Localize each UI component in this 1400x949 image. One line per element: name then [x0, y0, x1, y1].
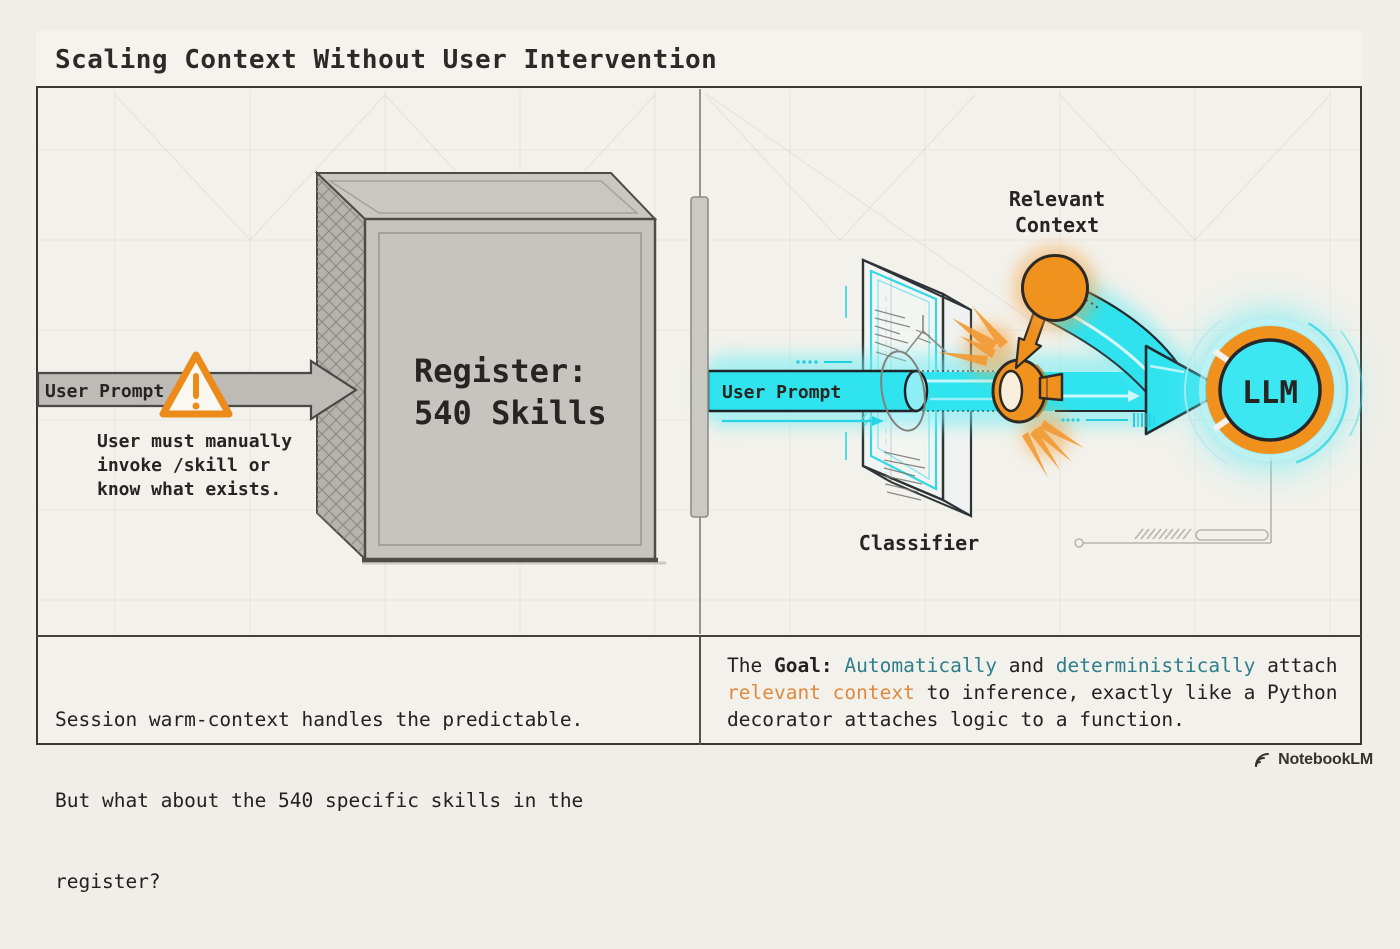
relevant-context-label: Relevant Context — [1009, 187, 1105, 237]
warning-caption: User must manually invoke /skill or know… — [97, 431, 292, 500]
llm-node: LLM — [1175, 295, 1365, 485]
footer-separator — [36, 635, 1362, 637]
register-label-line2: 540 Skills — [414, 394, 607, 432]
interface-bar — [690, 196, 709, 518]
decorator-burst — [938, 306, 1084, 478]
svg-text:know what exists.: know what exists. — [97, 479, 281, 500]
notebooklm-branding: NotebookLM — [1253, 751, 1373, 769]
register-box: Register: 540 Skills — [314, 170, 666, 565]
prompt-beam-label: User Prompt — [722, 382, 841, 403]
classifier-lens — [880, 350, 926, 432]
footer-right-text: The Goal: Automatically and deterministi… — [727, 652, 1338, 733]
warning-triangle-icon — [159, 351, 233, 418]
barcode-decoration — [1061, 413, 1156, 427]
relevant-context-node — [1013, 246, 1097, 330]
footer-left-line: But what about the 540 specific skills i… — [55, 789, 584, 812]
svg-text:Relevant: Relevant — [1009, 187, 1105, 211]
decorator-ring — [991, 358, 1064, 424]
footer-right-line: decorator attaches logic to a function. — [727, 708, 1185, 731]
svg-text:User must manually: User must manually — [97, 431, 292, 452]
footer-left-text: Session warm-context handles the predict… — [55, 652, 583, 949]
footer-right-line: relevant context to inference, exactly l… — [727, 681, 1338, 704]
svg-text:invoke /skill or: invoke /skill or — [97, 455, 271, 476]
title-bar: Scaling Context Without User Interventio… — [36, 31, 1362, 88]
footer-divider — [699, 637, 701, 745]
prompt-beam: User Prompt — [700, 354, 1178, 427]
svg-text:Context: Context — [1015, 213, 1099, 237]
construction-lines — [114, 92, 1331, 331]
slide-canvas: Scaling Context Without User Interventio… — [36, 31, 1373, 893]
diagram-graphic: Register: 540 Skills User Prompt User mu… — [36, 89, 1365, 634]
prompt-arrow-label: User Prompt — [45, 381, 164, 402]
llm-label: LLM — [1242, 375, 1298, 411]
footer-right-line: The Goal: Automatically and deterministi… — [727, 654, 1338, 677]
footer-left-line: Session warm-context handles the predict… — [55, 708, 584, 731]
notebooklm-wordmark: NotebookLM — [1278, 751, 1373, 768]
classifier-label: Classifier — [859, 531, 979, 555]
page-title: Scaling Context Without User Interventio… — [55, 45, 718, 75]
footer-left-line: register? — [55, 870, 161, 893]
notebooklm-logo-icon — [1255, 753, 1270, 767]
register-label-line1: Register: — [414, 352, 587, 390]
